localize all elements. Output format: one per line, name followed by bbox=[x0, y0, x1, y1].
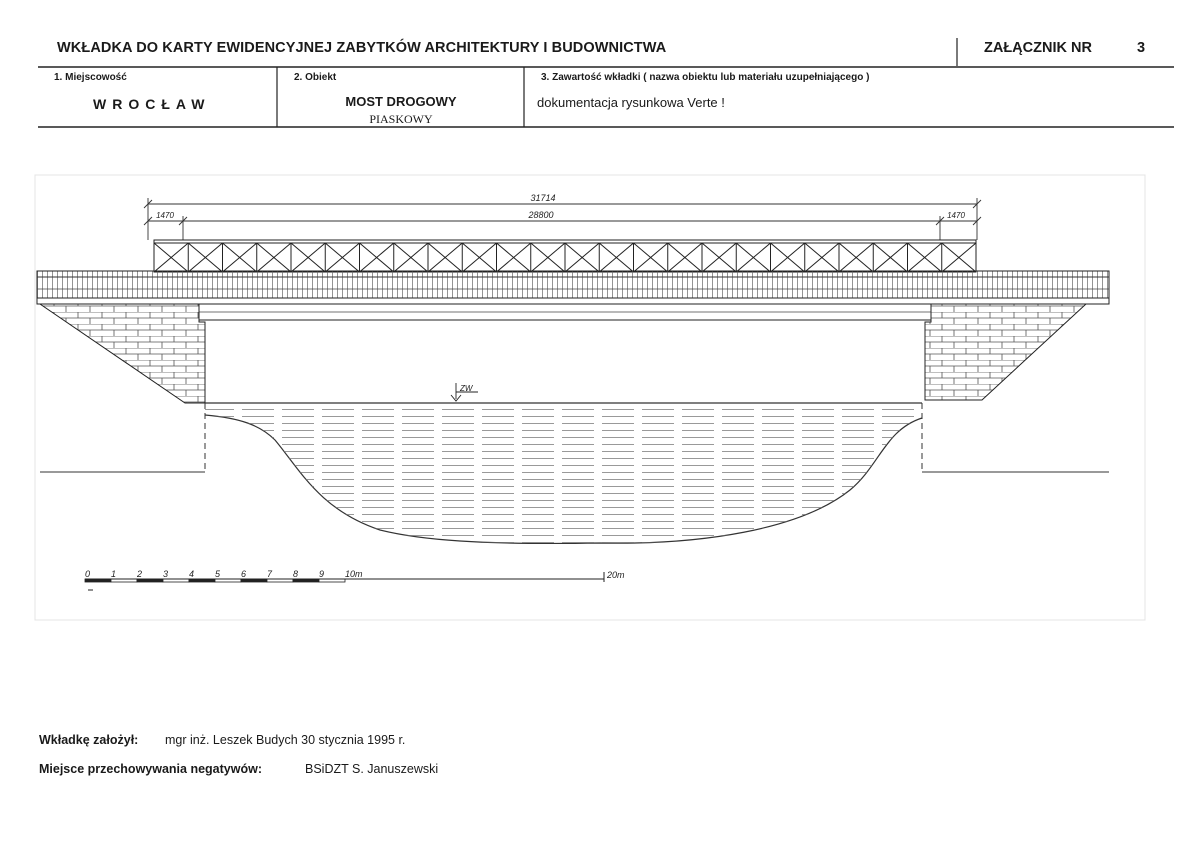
object-name: MOST DROGOWY bbox=[345, 94, 457, 109]
storage-row: Miejsce przechowywania negatywów: bbox=[39, 762, 262, 776]
dim-right-label: 1470 bbox=[947, 211, 965, 220]
truss-member bbox=[496, 242, 532, 273]
right-abutment bbox=[924, 303, 1088, 401]
truss-member bbox=[633, 242, 669, 273]
scale-tick-label: 9 bbox=[319, 569, 324, 579]
truss-member bbox=[907, 242, 943, 273]
truss-member bbox=[222, 242, 258, 273]
truss bbox=[153, 239, 977, 273]
storage-label: Miejsce przechowywania negatywów: bbox=[39, 762, 262, 776]
truss-member bbox=[461, 242, 497, 273]
scale-tick-label: 2 bbox=[136, 569, 142, 579]
truss-member bbox=[838, 242, 874, 273]
truss-member bbox=[564, 242, 600, 273]
truss-member bbox=[735, 242, 771, 273]
bridge-deck bbox=[36, 270, 1110, 321]
truss-member bbox=[941, 242, 977, 273]
truss-member bbox=[187, 242, 223, 273]
author-value: mgr inż. Leszek Budych 30 stycznia 1995 … bbox=[165, 733, 406, 747]
scale-tick-label: 4 bbox=[189, 569, 194, 579]
scale-end-label: 20m bbox=[606, 570, 625, 580]
scale-tick-label: 5 bbox=[215, 569, 221, 579]
truss-member bbox=[427, 242, 463, 273]
truss-member bbox=[770, 242, 806, 273]
scale-tick-label: 1 bbox=[111, 569, 116, 579]
truss-member bbox=[393, 242, 429, 273]
dim-left-label: 1470 bbox=[156, 211, 174, 220]
content-value: dokumentacja rysunkowa Verte ! bbox=[537, 95, 725, 110]
truss-member bbox=[701, 242, 737, 273]
scale-tick-label: 6 bbox=[241, 569, 246, 579]
annex-label: ZAŁĄCZNIK NR bbox=[984, 40, 1092, 56]
locality-label: 1. Miejscowość bbox=[54, 72, 127, 83]
left-abutment bbox=[38, 303, 206, 404]
content-label: 3. Zawartość wkładki ( nazwa obiektu lub… bbox=[541, 72, 870, 83]
author-row: Wkładkę założył: bbox=[39, 733, 138, 747]
scale-tick-label: 3 bbox=[163, 569, 168, 579]
object-label: 2. Obiekt bbox=[294, 72, 337, 83]
dim-total-label: 31714 bbox=[530, 193, 555, 203]
scale-tick-label: 0 bbox=[85, 569, 90, 579]
scale-tick-label: 7 bbox=[267, 569, 273, 579]
object-material: PIASKOWY bbox=[369, 112, 433, 126]
river-water bbox=[205, 404, 922, 544]
locality-value: WROCŁAW bbox=[93, 96, 211, 112]
truss-member bbox=[153, 242, 189, 273]
storage-value: BSiDZT S. Januszewski bbox=[305, 762, 439, 776]
author-label: Wkładkę założył: bbox=[39, 733, 139, 747]
truss-member bbox=[290, 242, 326, 273]
scale-bar bbox=[84, 572, 605, 591]
scale-tick-label: 8 bbox=[293, 569, 298, 579]
scale-tick-label: 10m bbox=[345, 569, 363, 579]
truss-member bbox=[256, 242, 292, 273]
dim-span-label: 28800 bbox=[527, 210, 553, 220]
annex-number: 3 bbox=[1137, 40, 1146, 56]
truss-member bbox=[872, 242, 908, 273]
truss-member bbox=[804, 242, 840, 273]
truss-member bbox=[667, 242, 703, 273]
truss-member bbox=[530, 242, 566, 273]
truss-member bbox=[324, 242, 360, 273]
water-level-label: ZW bbox=[459, 384, 474, 393]
truss-member bbox=[359, 242, 395, 273]
document-title: WKŁADKA DO KARTY EWIDENCYJNEJ ZABYTKÓW A… bbox=[57, 40, 667, 56]
truss-member bbox=[598, 242, 634, 273]
